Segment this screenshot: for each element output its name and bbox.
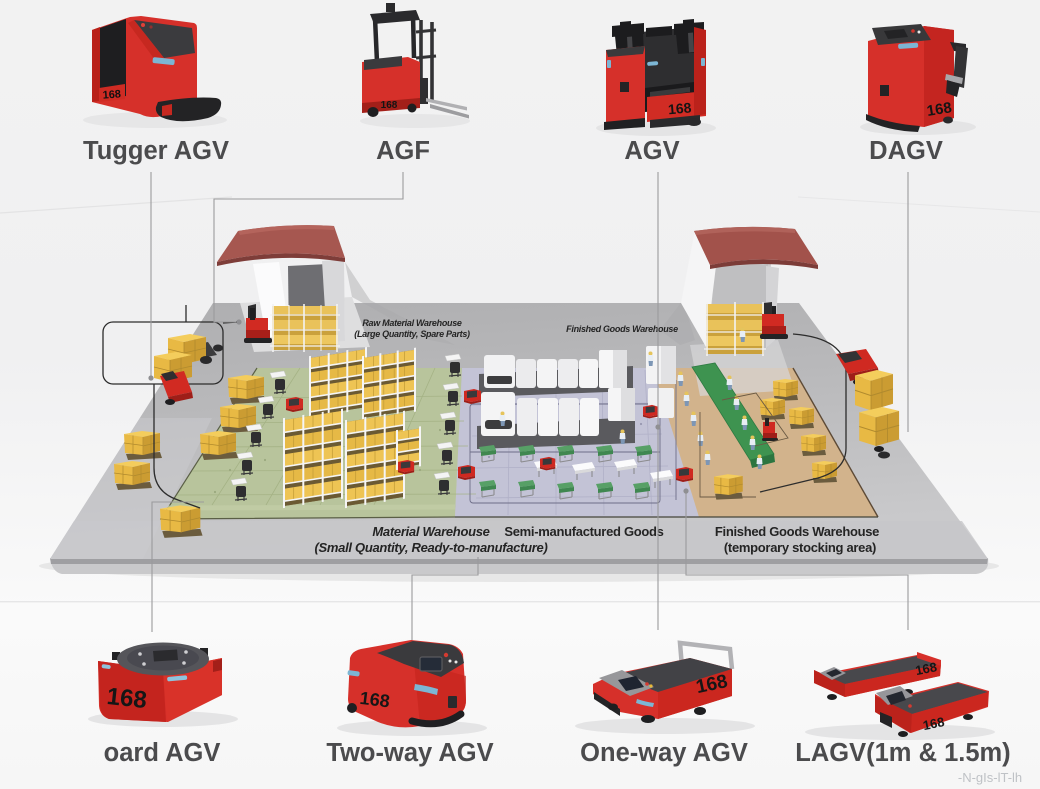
svg-text:AGV: AGV bbox=[624, 137, 679, 165]
svg-text:oard AGV: oard AGV bbox=[104, 739, 221, 767]
svg-text:168: 168 bbox=[359, 688, 391, 712]
svg-text:Raw Material Warehouse: Raw Material Warehouse bbox=[362, 318, 462, 328]
svg-text:Tugger AGV: Tugger AGV bbox=[83, 137, 229, 165]
svg-text:(Small Quantity, Ready-to-manu: (Small Quantity, Ready-to-manufacture) bbox=[315, 540, 548, 555]
svg-text:AGF: AGF bbox=[376, 137, 430, 165]
svg-text:168: 168 bbox=[381, 100, 398, 111]
svg-text:168: 168 bbox=[102, 88, 121, 101]
svg-text:Material Warehouse: Material Warehouse bbox=[372, 524, 489, 539]
svg-text:168: 168 bbox=[914, 659, 938, 678]
svg-text:(temporary stocking area): (temporary stocking area) bbox=[724, 540, 876, 555]
svg-text:-N-gIs-lT-lh: -N-gIs-lT-lh bbox=[958, 770, 1022, 785]
svg-text:Semi-manufactured Goods: Semi-manufactured Goods bbox=[504, 524, 663, 539]
svg-text:168: 168 bbox=[926, 99, 953, 120]
svg-text:Two-way AGV: Two-way AGV bbox=[326, 739, 493, 767]
svg-text:Finished Goods Warehouse: Finished Goods Warehouse bbox=[566, 324, 678, 334]
svg-text:168: 168 bbox=[667, 99, 692, 117]
svg-text:One-way AGV: One-way AGV bbox=[580, 739, 748, 767]
svg-text:168: 168 bbox=[922, 714, 946, 733]
svg-text:LAGV(1m & 1.5m): LAGV(1m & 1.5m) bbox=[795, 739, 1010, 767]
svg-text:Finished Goods Warehouse: Finished Goods Warehouse bbox=[715, 524, 879, 539]
svg-text:(Large Quantity, Spare Parts): (Large Quantity, Spare Parts) bbox=[354, 329, 470, 339]
svg-text:168: 168 bbox=[105, 683, 148, 714]
svg-text:DAGV: DAGV bbox=[869, 137, 943, 165]
